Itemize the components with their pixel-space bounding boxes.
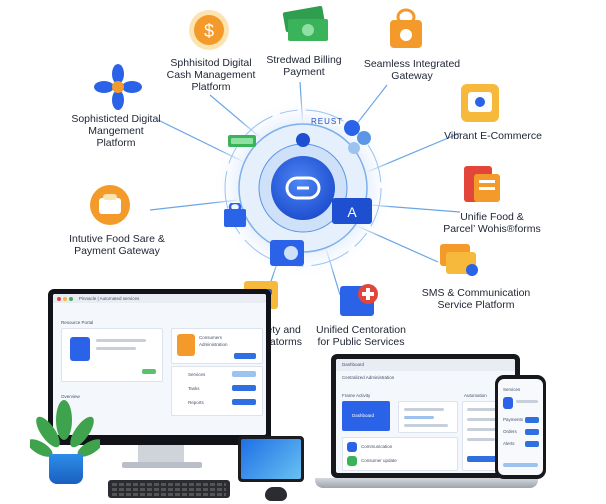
monitor-screen: Pinnacle | Automated services Resource P… bbox=[53, 294, 266, 435]
desktop-monitor: Pinnacle | Automated services Resource P… bbox=[48, 289, 271, 445]
phone-screen: Services Payments Orders Alerts bbox=[498, 379, 543, 475]
laptop-header: Dashboard bbox=[342, 362, 365, 367]
activity-card bbox=[398, 401, 458, 433]
list-item: Payments bbox=[503, 417, 524, 422]
laptop-device: Dashboard Centralized Administration Fra… bbox=[331, 354, 520, 478]
coin-icon: $ bbox=[189, 10, 229, 50]
text-placeholder bbox=[516, 400, 538, 403]
profile-card bbox=[61, 328, 163, 382]
shopping-bag-orange-icon bbox=[390, 8, 422, 48]
row-action-button[interactable] bbox=[525, 441, 539, 447]
smartphone: Services Payments Orders Alerts bbox=[495, 375, 546, 479]
monitor-footer-title: Overview bbox=[61, 394, 80, 399]
panel-title: Frame Activity bbox=[342, 393, 371, 398]
list-item: Reports bbox=[188, 400, 204, 405]
text-placeholder bbox=[404, 416, 434, 419]
service-label-food-payment: Intutive Food Sare &Payment Gateway bbox=[69, 233, 165, 257]
text-placeholder bbox=[404, 408, 444, 411]
text-placeholder bbox=[96, 347, 136, 350]
laptop-base bbox=[315, 478, 538, 488]
consumer-role: Administration bbox=[199, 342, 228, 347]
text-placeholder bbox=[467, 428, 505, 431]
list-item: Communication bbox=[361, 444, 393, 449]
text-placeholder bbox=[404, 424, 448, 427]
row-action-button[interactable] bbox=[525, 417, 539, 423]
row-action-button[interactable] bbox=[232, 385, 256, 391]
row-action-button[interactable] bbox=[232, 399, 256, 405]
computer-mouse bbox=[265, 487, 287, 501]
monitor-base bbox=[122, 462, 202, 468]
laptop-screen: Dashboard Centralized Administration Fra… bbox=[336, 359, 515, 473]
service-label-food-parcel: Unifie Food &Parcel’ Wohis®forms bbox=[443, 211, 541, 235]
list-avatar bbox=[347, 442, 357, 452]
list-item: Alerts bbox=[503, 441, 515, 446]
hub-ring-text: REUST bbox=[311, 117, 344, 126]
svg-text:A: A bbox=[347, 204, 357, 220]
storefront-icon bbox=[461, 84, 499, 122]
folder-gear-icon bbox=[270, 240, 304, 266]
keyboard bbox=[108, 480, 230, 498]
tablet-device bbox=[238, 436, 304, 482]
phone-nav-bar bbox=[503, 463, 538, 467]
tablet-screen bbox=[241, 439, 301, 479]
laptop-topbar bbox=[336, 359, 515, 371]
banknotes-icon bbox=[282, 5, 328, 41]
side-panel-title: Automation bbox=[464, 393, 487, 398]
list-item: Services bbox=[188, 372, 206, 377]
message-list: Communication Consumer update bbox=[342, 437, 458, 471]
hero-card[interactable]: Dashboard bbox=[342, 401, 390, 431]
parcel-document-icon bbox=[464, 166, 500, 202]
cloud-network-icon bbox=[344, 120, 371, 154]
side-panel-button[interactable] bbox=[467, 456, 497, 462]
plant-leaves-icon bbox=[30, 400, 100, 457]
monitor-header-text: Pinnacle | Automated services bbox=[79, 296, 140, 301]
confirm-button[interactable] bbox=[142, 369, 156, 374]
food-basket-icon bbox=[90, 185, 130, 225]
flower-network-icon bbox=[94, 64, 142, 110]
text-placeholder bbox=[467, 418, 497, 421]
plant-pot bbox=[49, 454, 83, 484]
row-action-button[interactable] bbox=[232, 371, 256, 377]
list-avatar bbox=[347, 456, 357, 466]
services-list: Services Tasks Reports bbox=[171, 366, 263, 416]
sms-folders-icon bbox=[440, 244, 478, 276]
medical-folder-icon bbox=[340, 284, 378, 316]
browser-bar bbox=[53, 294, 266, 303]
monitor-section-title: Resource Portal bbox=[61, 320, 94, 325]
device-screen-icon: A bbox=[332, 198, 372, 224]
cash-stack-icon bbox=[228, 135, 256, 147]
monitor-stand bbox=[138, 445, 184, 465]
laptop-subtitle: Centralized Administration bbox=[342, 375, 395, 380]
phone-title: Services bbox=[503, 387, 521, 392]
list-item: Orders bbox=[503, 429, 517, 434]
text-placeholder bbox=[96, 339, 146, 342]
text-placeholder bbox=[467, 438, 495, 441]
hero-card-label: Dashboard bbox=[352, 413, 375, 418]
row-action-button[interactable] bbox=[525, 429, 539, 435]
consumer-card: Consumers Administration bbox=[171, 328, 263, 364]
phone-avatar bbox=[503, 397, 513, 409]
open-button[interactable] bbox=[234, 353, 256, 359]
consumer-avatar bbox=[177, 334, 195, 356]
shopping-bag-icon bbox=[224, 203, 246, 227]
service-label-e-commerce: Vibrant E-Commerce bbox=[444, 130, 542, 142]
user-avatar bbox=[70, 337, 90, 361]
list-item: Tasks bbox=[188, 386, 200, 391]
svg-text:$: $ bbox=[204, 21, 214, 41]
text-placeholder bbox=[467, 408, 503, 411]
consumer-name: Consumers bbox=[199, 335, 223, 340]
list-item: Consumer update bbox=[361, 458, 397, 463]
